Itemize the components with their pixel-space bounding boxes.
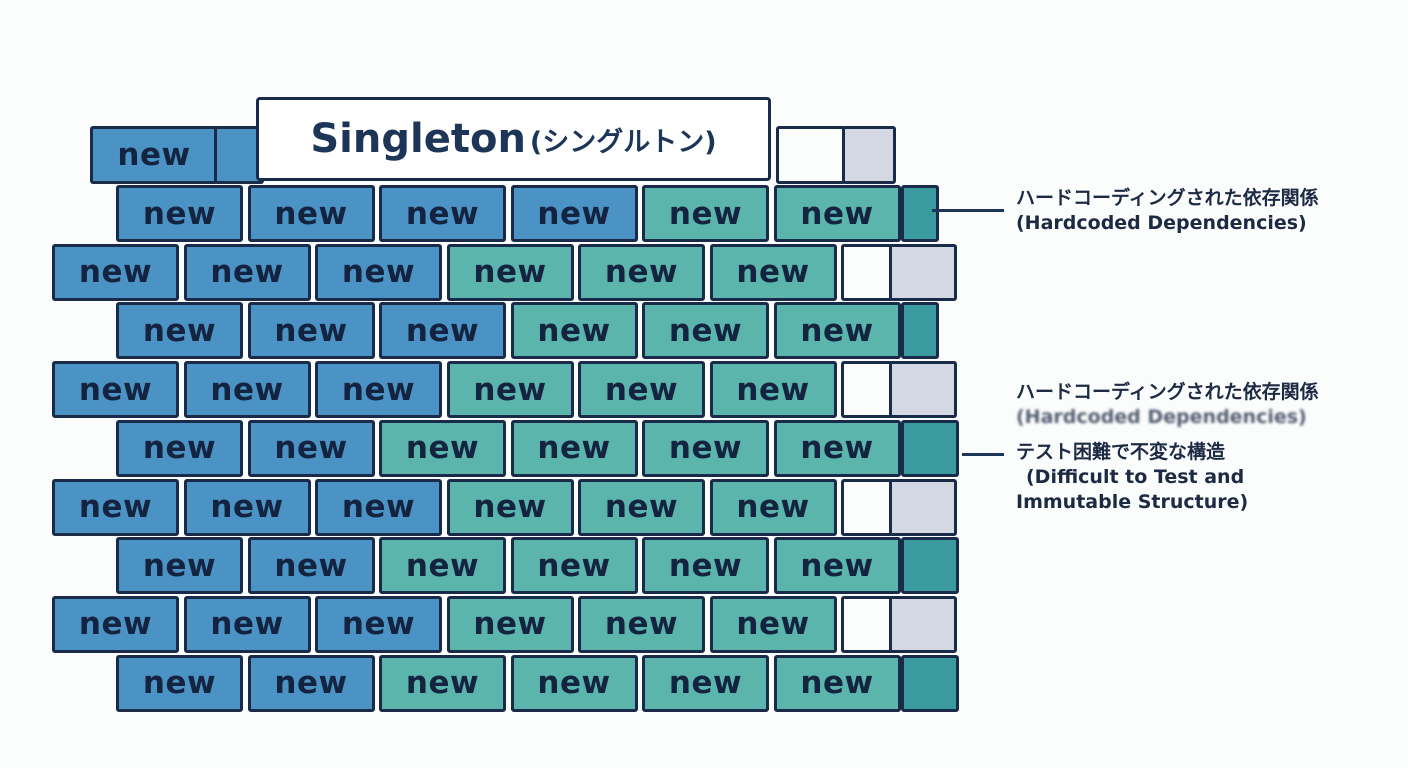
brick-r8-c5: new [578, 595, 705, 653]
brick-r8-c8 [889, 595, 957, 653]
brick-r1-c7 [901, 185, 939, 242]
brick-r4-c5: new [578, 361, 705, 419]
brick-r6-c7 [841, 478, 893, 536]
brick-r6-c3: new [315, 478, 442, 536]
brick-r9-c6: new [773, 654, 901, 712]
brick-r2-c5: new [578, 243, 705, 301]
annotation-middle-line3: Immutable Structure) [1016, 491, 1249, 513]
brick-r8-c7 [841, 595, 893, 653]
brick-r6-c2: new [183, 478, 311, 536]
brick-r4-c7 [841, 361, 893, 419]
annotation-top-line1: ハードコーディングされた依存関係 [1016, 187, 1319, 209]
brick-r6-c8 [889, 478, 957, 536]
brick-r4-c6: new [709, 361, 837, 419]
brick-r4-c3: new [315, 361, 442, 419]
brick-r4-c4: new [446, 361, 574, 419]
brick-r8-c3: new [315, 595, 442, 653]
brick-r7-c5: new [642, 537, 769, 595]
brick-r5-c2: new [247, 419, 375, 477]
brick-r1-c6: new [773, 185, 901, 242]
annotation-repeat-line2: (Hardcoded Dependencies) [1016, 406, 1307, 428]
brick-r9-c1: new [116, 654, 243, 712]
brick-r1-c5: new [642, 185, 769, 242]
brick-r7-c4: new [510, 537, 638, 595]
brick-top-left: new [90, 126, 218, 184]
annotation-middle-line1: テスト困難で不変な構造 [1016, 441, 1226, 463]
annotation-middle-line2: (Difficult to Test and [1026, 466, 1245, 488]
brick-r9-c3: new [379, 654, 506, 712]
brick-r2-c7 [841, 243, 893, 301]
brick-r5-c7 [901, 419, 959, 477]
brick-r7-c2: new [247, 537, 375, 595]
brick-top-empty [776, 126, 846, 184]
brick-r2-c3: new [315, 243, 442, 301]
brick-r5-c6: new [773, 419, 901, 477]
annotation-top: ハードコーディングされた依存関係 (Hardcoded Dependencies… [1016, 186, 1319, 236]
brick-r1-c3: new [379, 185, 506, 242]
leader-line-top [932, 209, 1004, 212]
title-box: Singleton (シングルトン) [256, 97, 771, 181]
brick-r1-c1: new [116, 185, 243, 242]
brick-r4-c8 [889, 361, 957, 419]
title-main: Singleton [310, 116, 526, 162]
brick-r6-c1: new [52, 478, 179, 536]
brick-r3-c6: new [773, 302, 901, 360]
brick-r8-c1: new [52, 595, 179, 653]
brick-r5-c5: new [642, 419, 769, 477]
brick-top-missing [842, 126, 896, 184]
brick-r5-c3: new [379, 419, 506, 477]
brick-r6-c6: new [709, 478, 837, 536]
brick-r1-c2: new [247, 185, 375, 242]
brick-r8-c2: new [183, 595, 311, 653]
brick-r8-c4: new [446, 595, 574, 653]
brick-r2-c8 [889, 243, 957, 301]
brick-r3-c4: new [510, 302, 638, 360]
brick-r2-c1: new [52, 243, 179, 301]
brick-r7-c1: new [116, 537, 243, 595]
title-sub: (シングルトン) [529, 126, 717, 158]
brick-top-stub [214, 126, 264, 184]
brick-r3-c7 [901, 302, 939, 360]
brick-r2-c6: new [709, 243, 837, 301]
brick-r6-c4: new [446, 478, 574, 536]
brick-r4-c2: new [183, 361, 311, 419]
brick-r9-c2: new [247, 654, 375, 712]
brick-r7-c7 [901, 537, 959, 595]
brick-r9-c7 [901, 654, 959, 712]
brick-r9-c5: new [642, 654, 769, 712]
annotation-repeat: ハードコーディングされた依存関係 (Hardcoded Dependencies… [1016, 380, 1319, 430]
leader-line-middle [962, 453, 1004, 456]
brick-r2-c4: new [446, 243, 574, 301]
annotation-repeat-line1: ハードコーディングされた依存関係 [1016, 381, 1319, 403]
brick-r6-c5: new [578, 478, 705, 536]
brick-r5-c4: new [510, 419, 638, 477]
brick-r3-c5: new [642, 302, 769, 360]
annotation-middle: テスト困難で不変な構造 (Difficult to Test and Immut… [1016, 440, 1248, 515]
brick-r8-c6: new [709, 595, 837, 653]
brick-r9-c4: new [510, 654, 638, 712]
brick-r3-c3: new [379, 302, 506, 360]
brick-r2-c2: new [183, 243, 311, 301]
brick-r3-c2: new [247, 302, 375, 360]
brick-r7-c3: new [379, 537, 506, 595]
brick-r7-c6: new [773, 537, 901, 595]
brick-r1-c4: new [510, 185, 638, 242]
brick-r4-c1: new [52, 361, 179, 419]
brick-r5-c1: new [116, 419, 243, 477]
brick-r3-c1: new [116, 302, 243, 360]
annotation-top-line2: (Hardcoded Dependencies) [1016, 212, 1307, 234]
